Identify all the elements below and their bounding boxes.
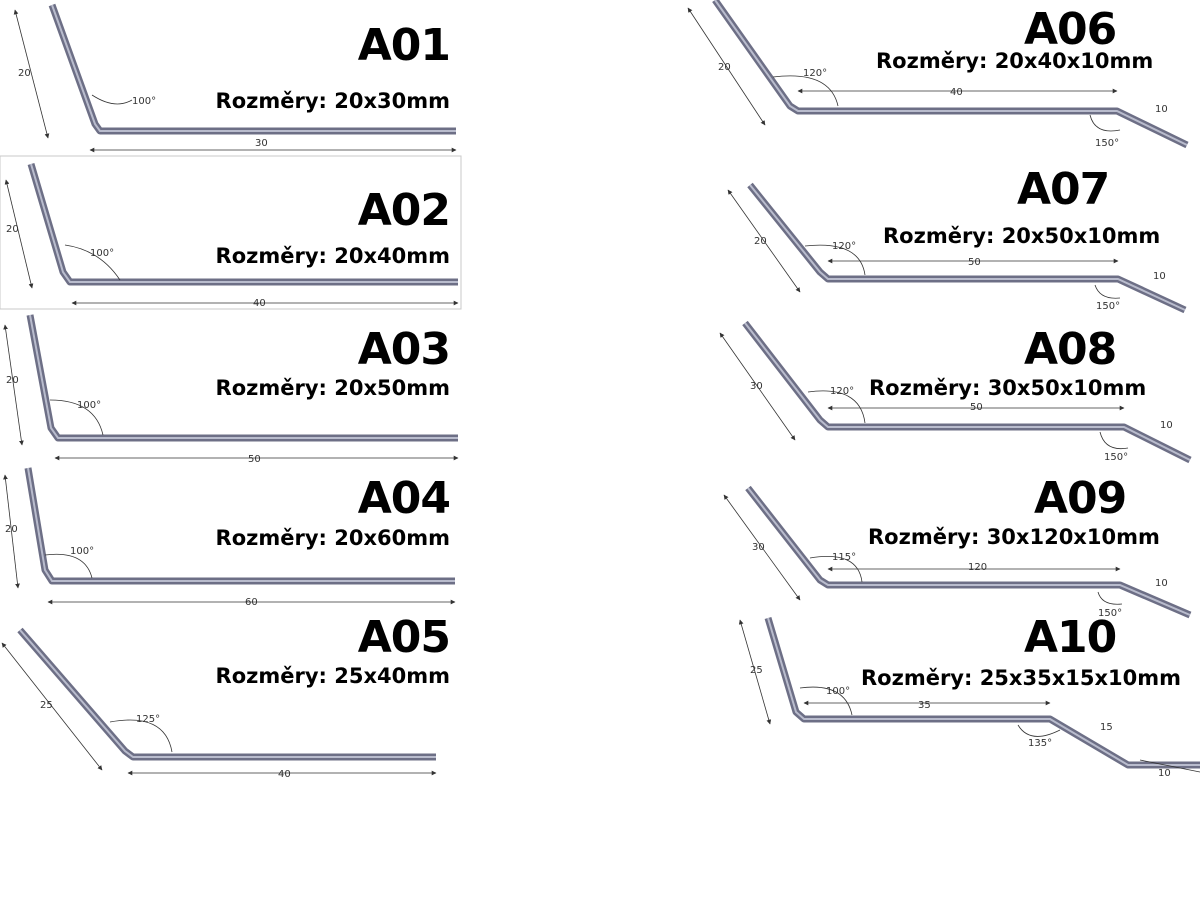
a02-len1: 20	[6, 224, 19, 235]
a05-dims: Rozměry: 25x40mm	[215, 664, 450, 688]
a08-len1: 30	[750, 381, 763, 392]
a06-code: A06	[1024, 4, 1117, 55]
a07-len3: 10	[1153, 271, 1166, 282]
a05-code: A05	[357, 612, 451, 663]
a10-angle1: 100°	[826, 686, 850, 697]
a04-angle: 100°	[70, 546, 94, 557]
a07-angle2: 150°	[1096, 301, 1120, 312]
a02-dims: Rozměry: 20x40mm	[215, 244, 450, 268]
a04-len1: 20	[5, 524, 18, 535]
a06-angle2: 150°	[1095, 138, 1119, 149]
a04-code: A04	[357, 473, 451, 524]
a07-len1: 20	[754, 236, 767, 247]
a05-len2: 40	[278, 769, 291, 780]
a07-code: A07	[1017, 164, 1110, 215]
a01-dims: Rozměry: 20x30mm	[215, 89, 450, 113]
a03-dims: Rozměry: 20x50mm	[215, 376, 450, 400]
a09-len2: 120	[968, 562, 987, 573]
a10-code: A10	[1024, 612, 1117, 663]
a03-len1: 20	[6, 375, 19, 386]
a08-angle1: 120°	[830, 386, 854, 397]
a08-code: A08	[1024, 324, 1117, 375]
a09-code: A09	[1034, 473, 1127, 524]
a02-code: A02	[357, 185, 451, 236]
a03-len2: 50	[248, 454, 261, 465]
a01-len1: 20	[18, 68, 31, 79]
a02-angle: 100°	[90, 248, 114, 259]
a01-code: A01	[357, 20, 451, 71]
a03-angle: 100°	[77, 400, 101, 411]
a06-len1: 20	[718, 62, 731, 73]
a08-angle2: 150°	[1104, 452, 1128, 463]
a10-angle2: 135°	[1028, 738, 1052, 749]
a01-len2: 30	[255, 138, 268, 149]
a07-len2: 50	[968, 257, 981, 268]
a08-len3: 10	[1160, 420, 1173, 431]
a10-len2: 35	[918, 700, 931, 711]
a09-angle2: 150°	[1098, 608, 1122, 619]
a04-dims: Rozměry: 20x60mm	[215, 526, 450, 550]
a01-angle: 100°	[132, 96, 156, 107]
a02-len2: 40	[253, 298, 266, 309]
a07-angle1: 120°	[832, 241, 856, 252]
a10-len1: 25	[750, 665, 763, 676]
a05-len1: 25	[40, 700, 53, 711]
a05-angle: 125°	[136, 714, 160, 725]
a07-dims: Rozměry: 20x50x10mm	[883, 224, 1161, 248]
a06-len3: 10	[1155, 104, 1168, 115]
a06-angle1: 120°	[803, 68, 827, 79]
a06-len2: 40	[950, 87, 963, 98]
a08-len2: 50	[970, 402, 983, 413]
a09-len1: 30	[752, 542, 765, 553]
a04-len2: 60	[245, 597, 258, 608]
a02-frame	[0, 155, 462, 310]
a09-len3: 10	[1155, 578, 1168, 589]
a03-code: A03	[357, 324, 451, 375]
a09-dims: Rozměry: 30x120x10mm	[868, 525, 1160, 549]
a08-dims: Rozměry: 30x50x10mm	[869, 376, 1147, 400]
a10-len3: 15	[1100, 722, 1113, 733]
a06-dims: Rozměry: 20x40x10mm	[876, 49, 1154, 73]
a10-dims: Rozměry: 25x35x15x10mm	[861, 666, 1181, 690]
a09-angle1: 115°	[832, 552, 856, 563]
a10-len4: 10	[1158, 768, 1171, 779]
